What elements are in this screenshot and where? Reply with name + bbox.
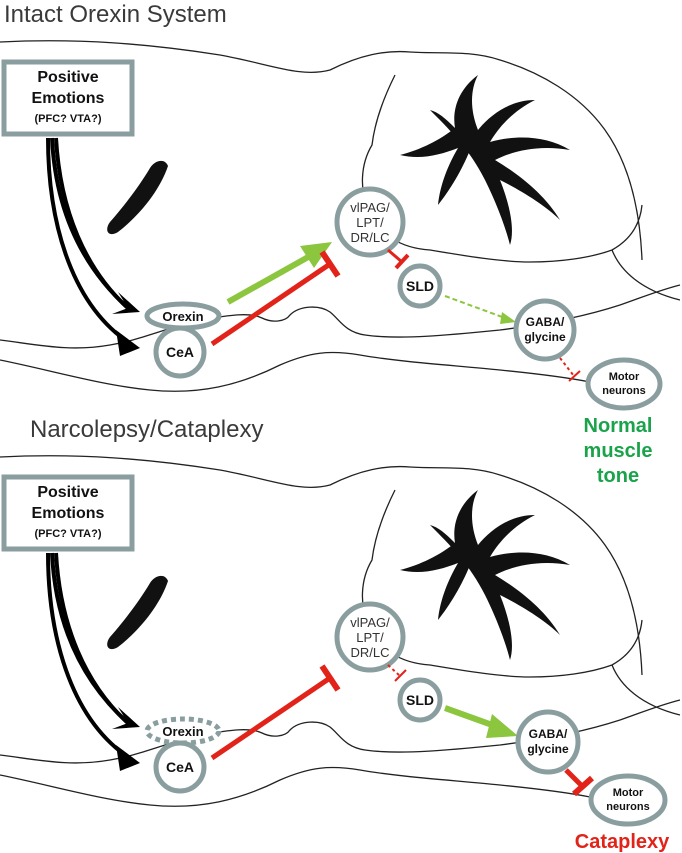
- positive-emotions-box: Positive Emotions (PFC? VTA?): [1, 59, 135, 137]
- gaba-glycine-node: GABA/ glycine: [513, 298, 577, 362]
- sld-node: SLD: [397, 263, 443, 309]
- svg-text:muscle: muscle: [584, 440, 653, 462]
- gaba-glycine-node: GABA/ glycine: [515, 709, 581, 775]
- svg-text:GABA/: GABA/: [526, 315, 565, 329]
- svg-text:(PFC? VTA?): (PFC? VTA?): [34, 528, 101, 540]
- dark-tract: [107, 575, 168, 650]
- weak-inhibitory-line-vlpag-sld: [387, 664, 407, 682]
- svg-text:CeA: CeA: [166, 759, 194, 775]
- cea-node: CeA: [153, 740, 207, 794]
- orexin-node-lost: Orexin: [144, 716, 222, 746]
- inhibitory-line-vlpag-sld: [387, 248, 410, 270]
- svg-text:Orexin: Orexin: [162, 724, 203, 739]
- svg-text:DR/LC: DR/LC: [350, 645, 389, 660]
- cerebellum-folia: [400, 490, 570, 660]
- svg-text:neurons: neurons: [602, 385, 645, 397]
- svg-text:tone: tone: [597, 465, 639, 487]
- weak-excitatory-arrow-sld-gaba: [444, 295, 516, 324]
- svg-text:Orexin: Orexin: [162, 309, 203, 324]
- motor-neurons-node: Motor neurons: [588, 773, 668, 827]
- svg-text:SLD: SLD: [406, 278, 434, 294]
- svg-text:glycine: glycine: [524, 330, 566, 344]
- excitatory-arrow-sld-gaba: [443, 705, 518, 738]
- svg-text:Motor: Motor: [613, 787, 644, 799]
- svg-text:Emotions: Emotions: [32, 505, 105, 522]
- sld-node: SLD: [397, 677, 443, 723]
- cea-node: CeA: [153, 325, 207, 379]
- svg-text:(PFC? VTA?): (PFC? VTA?): [34, 113, 101, 125]
- svg-text:Emotions: Emotions: [32, 90, 105, 107]
- svg-text:SLD: SLD: [406, 692, 434, 708]
- svg-text:Normal: Normal: [584, 415, 653, 437]
- vlpag-node: vlPAG/ LPT/ DR/LC: [334, 186, 406, 258]
- svg-text:Motor: Motor: [609, 371, 640, 383]
- panel-title: Intact Orexin System: [4, 1, 227, 28]
- arrow-to-cea: [46, 552, 127, 757]
- svg-text:Positive: Positive: [37, 69, 98, 86]
- svg-text:vlPAG/: vlPAG/: [350, 615, 390, 630]
- orexin-node: Orexin: [144, 301, 222, 331]
- positive-emotions-box: Positive Emotions (PFC? VTA?): [1, 474, 135, 552]
- svg-text:LPT/: LPT/: [356, 630, 384, 645]
- weak-inhibitory-line-gaba-motor: [559, 357, 581, 382]
- panel-narcolepsy-cataplexy: Narcolepsy/Cataplexy Positive Emotions (…: [0, 416, 681, 853]
- svg-text:Cataplexy: Cataplexy: [575, 831, 670, 853]
- arrow-to-cea: [46, 137, 127, 342]
- svg-text:LPT/: LPT/: [356, 215, 384, 230]
- svg-text:CeA: CeA: [166, 344, 194, 360]
- svg-text:DR/LC: DR/LC: [350, 230, 389, 245]
- vlpag-node: vlPAG/ LPT/ DR/LC: [334, 601, 406, 673]
- panel-title: Narcolepsy/Cataplexy: [30, 416, 263, 443]
- excitatory-arrow-orexin-vlpag: [226, 242, 332, 305]
- outcome-cataplexy: Cataplexy: [575, 831, 670, 853]
- cerebellum-folia: [400, 75, 570, 245]
- inhibitory-line-cea-vlpag: [210, 664, 341, 761]
- panel-intact-orexin: Intact Orexin System Positive Emotions (…: [0, 1, 681, 487]
- inhibitory-line-gaba-motor: [564, 768, 594, 797]
- svg-text:GABA/: GABA/: [529, 727, 568, 741]
- svg-text:glycine: glycine: [527, 742, 569, 756]
- motor-neurons-node: Motor neurons: [585, 357, 663, 411]
- svg-text:vlPAG/: vlPAG/: [350, 200, 390, 215]
- dark-tract: [107, 160, 168, 235]
- svg-text:neurons: neurons: [606, 801, 649, 813]
- svg-text:Positive: Positive: [37, 484, 98, 501]
- inhibitory-line-cea-vlpag: [210, 250, 341, 347]
- brain-outline: [0, 40, 681, 392]
- outcome-normal-muscle-tone: Normal muscle tone: [584, 415, 653, 487]
